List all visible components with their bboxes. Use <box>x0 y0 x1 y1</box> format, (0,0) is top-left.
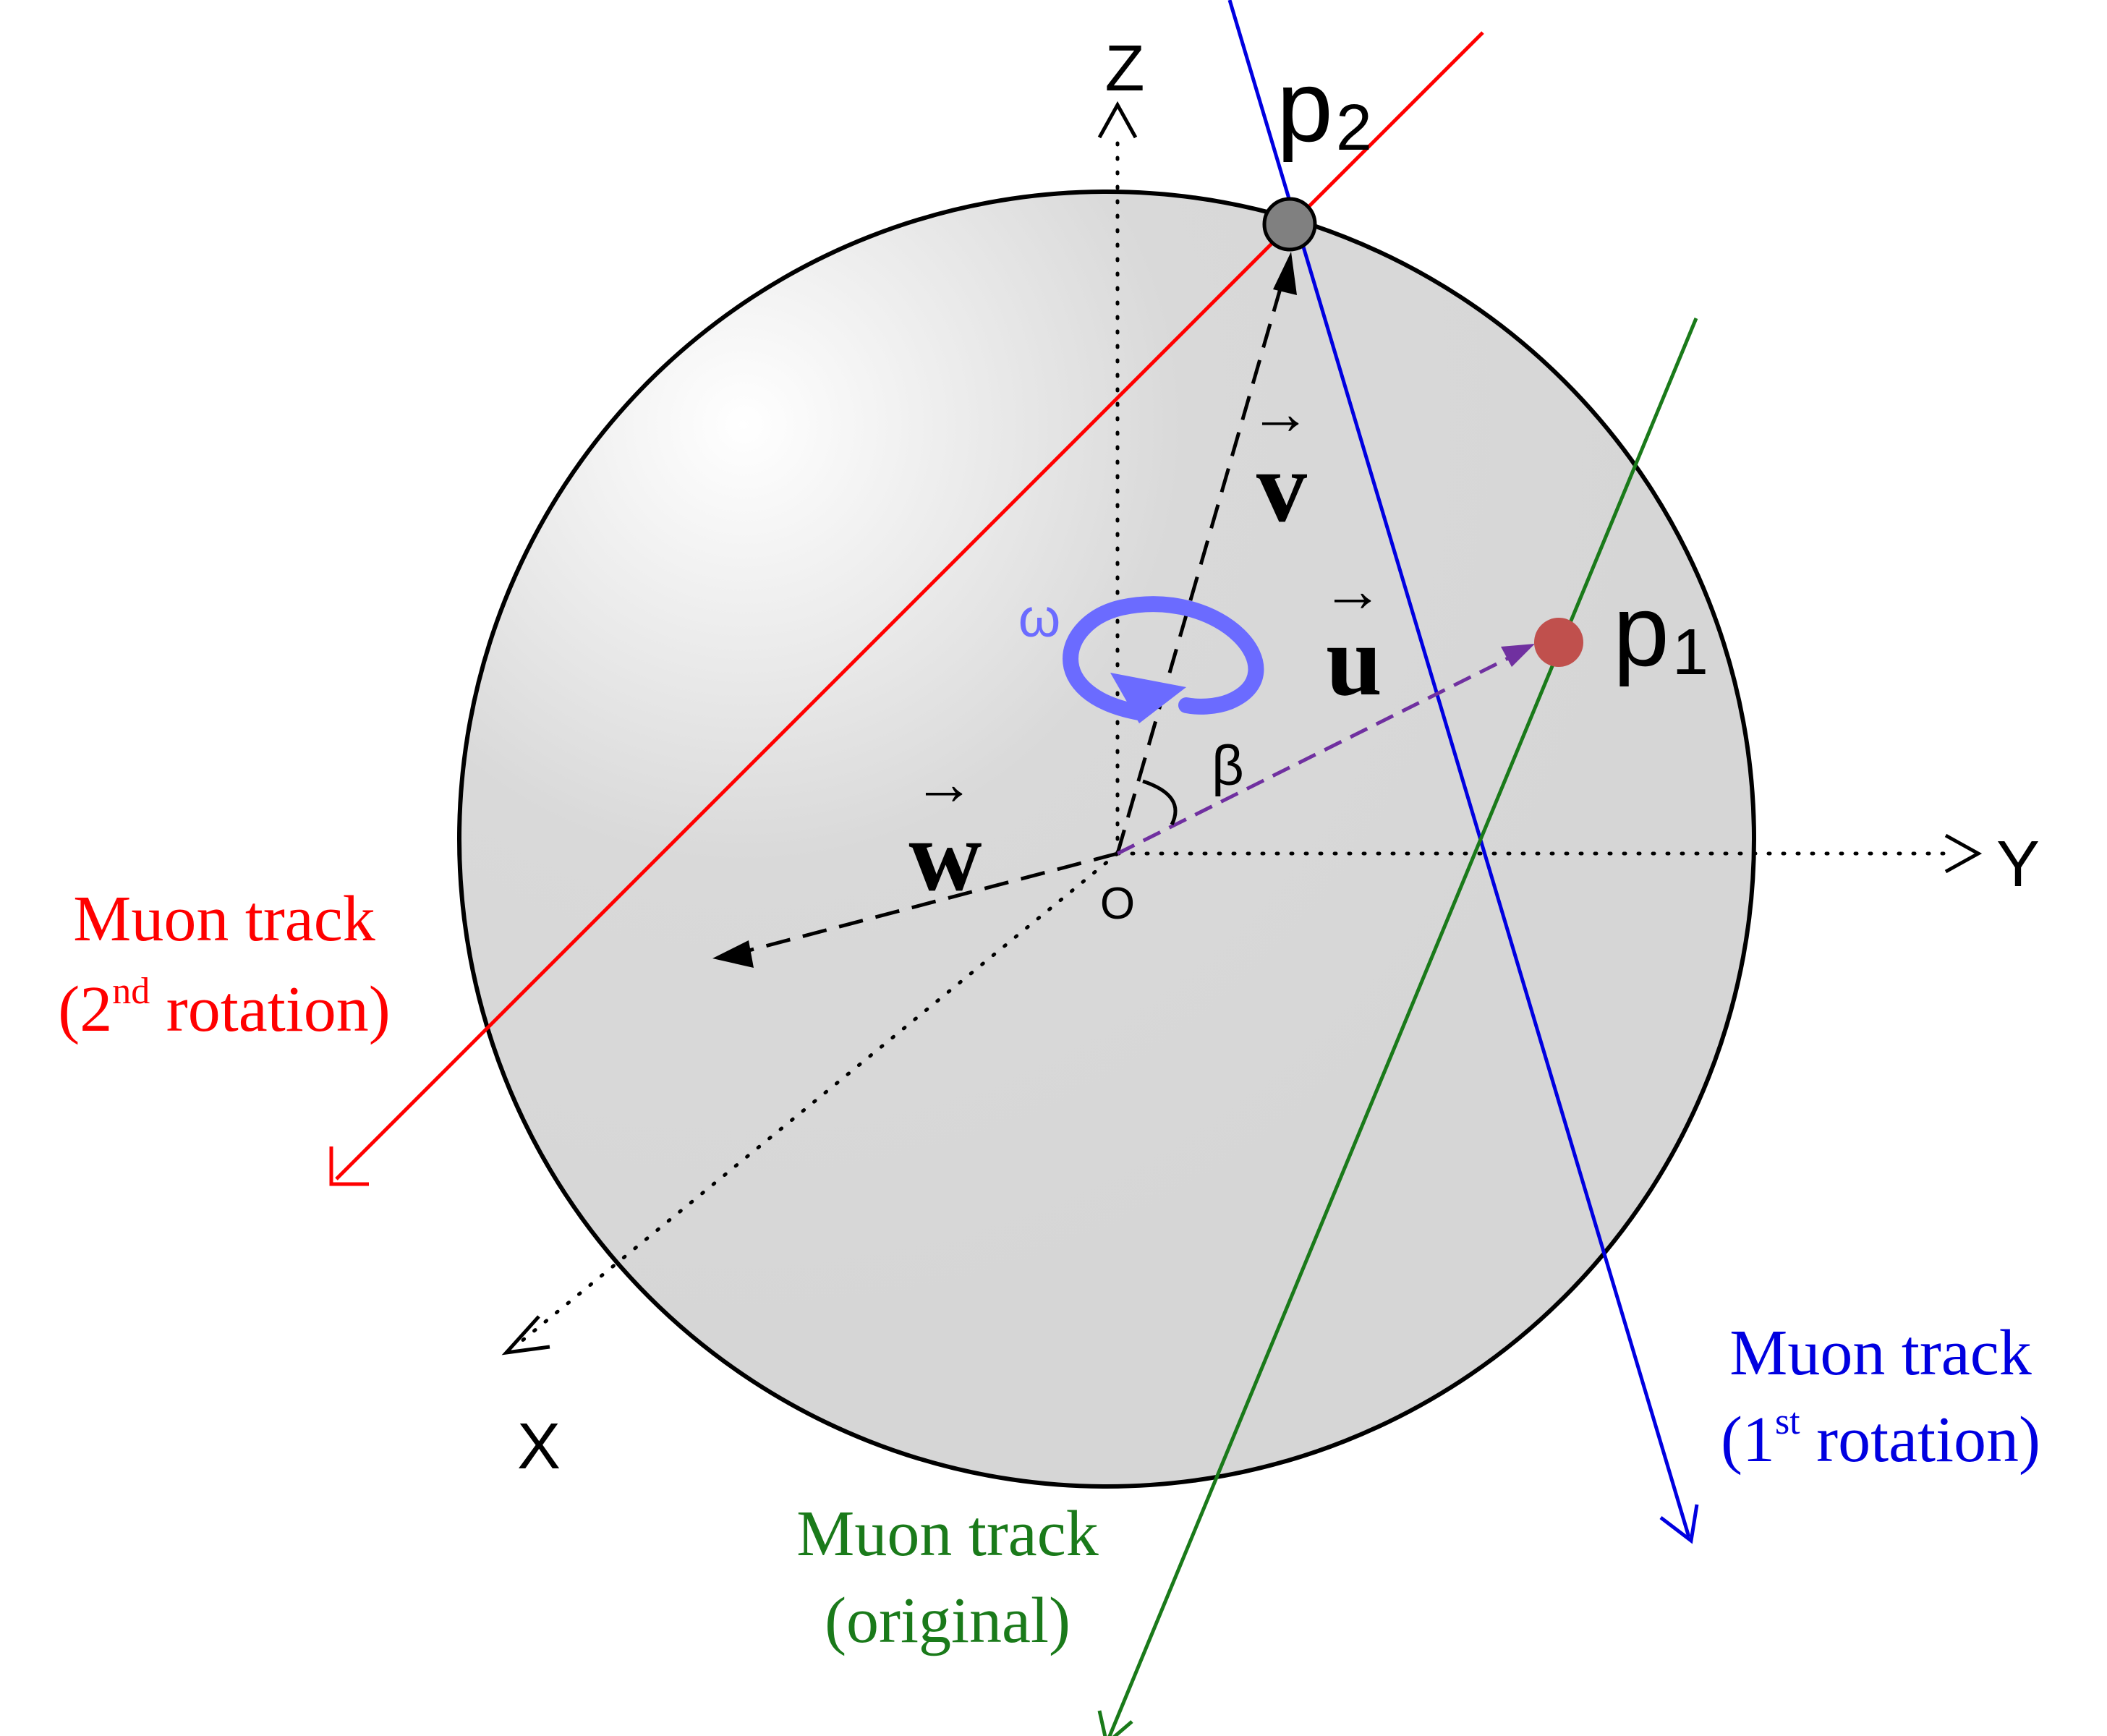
svg-text:u: u <box>1326 605 1382 717</box>
x-axis <box>519 851 1120 1344</box>
z-axis-arrowhead <box>1097 101 1138 139</box>
sphere <box>457 190 1756 1489</box>
rotation-arrow <box>1063 596 1264 723</box>
track-blue <box>1227 0 1699 1544</box>
y-axis-arrowhead <box>1944 833 1983 874</box>
angle-beta-label: β <box>1212 733 1244 797</box>
angle-beta-arc <box>1142 779 1178 826</box>
vector-u-line <box>1116 644 1535 856</box>
coordinate-axes <box>519 128 1955 1344</box>
vector-w-label: → w <box>908 749 982 912</box>
p1-label: p1 <box>1613 574 1708 689</box>
z-axis-label: Z <box>1105 33 1145 105</box>
svg-text:(1st rotation): (1st rotation) <box>1721 1401 2040 1476</box>
track-blue-label: Muon track (1st rotation) <box>1721 1317 2040 1476</box>
svg-text:Muon track: Muon track <box>73 883 375 955</box>
point-p1 <box>1534 618 1583 667</box>
track-green-label: Muon track (original) <box>796 1498 1098 1656</box>
svg-text:Muon track: Muon track <box>1729 1317 2031 1389</box>
y-axis-label: Y <box>1996 828 2040 901</box>
svg-text:→: → <box>914 749 975 818</box>
svg-text:(2nd rotation): (2nd rotation) <box>58 971 390 1045</box>
vector-v-label: → v <box>1250 379 1311 543</box>
track-red-label: Muon track (2nd rotation) <box>58 883 390 1045</box>
svg-text:→: → <box>1322 556 1384 625</box>
rotation-omega-label: ω <box>1018 587 1061 648</box>
x-axis-label: X <box>517 1410 561 1483</box>
svg-text:v: v <box>1256 431 1307 543</box>
axis-arrowheads <box>501 101 1983 1356</box>
svg-text:→: → <box>1250 379 1311 448</box>
svg-text:w: w <box>908 800 982 912</box>
vector-w-line <box>712 851 1118 968</box>
vector-u-label: → u <box>1322 556 1384 717</box>
x-axis-arrowhead <box>501 1315 550 1356</box>
point-p2 <box>1262 197 1317 252</box>
svg-text:Muon track: Muon track <box>796 1498 1098 1570</box>
vector-v-line <box>1115 252 1297 854</box>
origin-label: O <box>1100 879 1135 929</box>
svg-text:(original): (original) <box>825 1585 1070 1656</box>
track-green <box>1097 318 1698 1736</box>
p2-label: p2 <box>1277 49 1372 164</box>
